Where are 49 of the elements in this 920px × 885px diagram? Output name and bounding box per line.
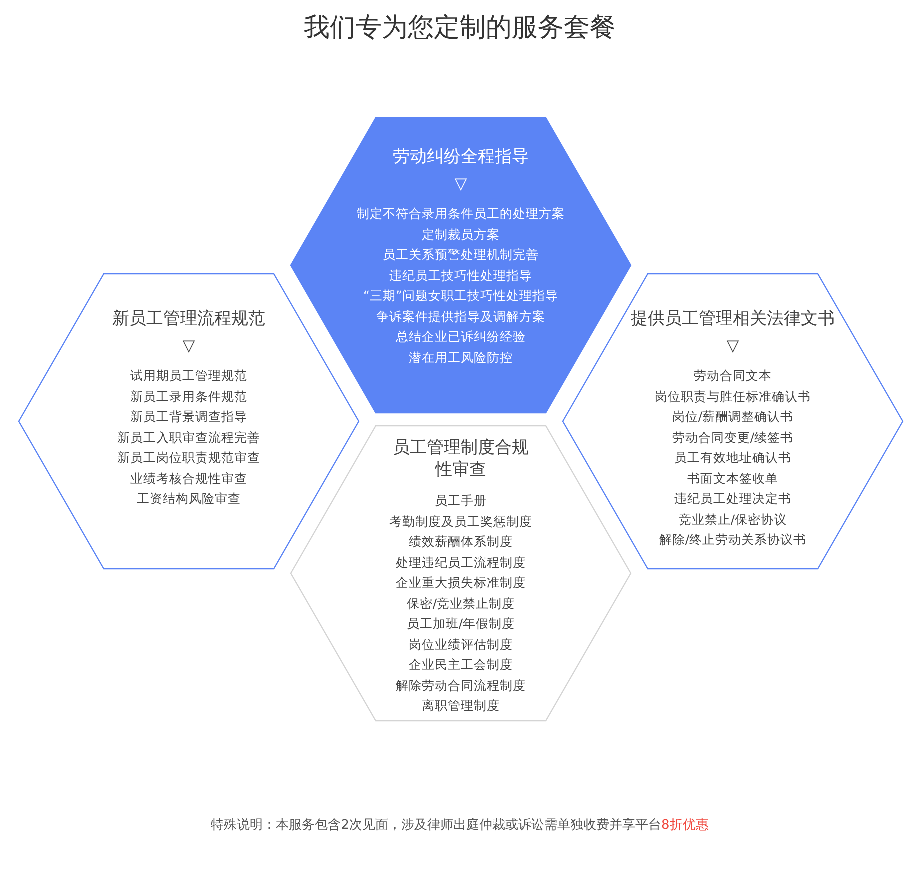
- service-item: 违纪员工技巧性处理指导: [390, 266, 532, 284]
- service-item: 岗位/薪酬调整确认书: [672, 408, 794, 426]
- panel-heading: 新员工管理流程规范: [112, 308, 266, 330]
- service-item: 处理违纪员工流程制度: [396, 554, 526, 572]
- service-item: 业绩考核合规性审查: [130, 470, 248, 488]
- service-item: 员工关系预警处理机制完善: [383, 246, 539, 264]
- service-item: 试用期员工管理规范: [130, 367, 248, 385]
- service-item: 劳动合同变更/续签书: [672, 428, 794, 446]
- hexagon-panel: [290, 117, 632, 414]
- page-title: 我们专为您定制的服务套餐: [303, 12, 617, 45]
- hexagon-panel: [562, 273, 904, 570]
- service-item: 潜在用工风险防控: [409, 348, 513, 366]
- service-item: 总结企业已诉纠纷经验: [396, 328, 526, 346]
- panel-heading: 劳动纠纷全程指导: [393, 146, 529, 168]
- service-item: 违纪员工处理决定书: [674, 490, 792, 508]
- service-item: 考勤制度及员工奖惩制度: [390, 512, 532, 530]
- service-item: “三期”问题女职工技巧性处理指导: [364, 287, 558, 305]
- service-item: 新员工背景调查指导: [130, 408, 248, 426]
- panel-heading: 提供员工管理相关法律文书: [631, 308, 835, 330]
- service-item: 岗位业绩评估制度: [409, 636, 513, 654]
- service-item: 员工有效地址确认书: [674, 449, 792, 467]
- service-item: 企业民主工会制度: [409, 656, 513, 674]
- footnote-text: 特殊说明：本服务包含2次见面，涉及律师出庭仲裁或诉讼需单独收费并享平台: [211, 818, 662, 833]
- service-item: 劳动合同文本: [694, 367, 772, 385]
- service-item: 员工加班/年假制度: [406, 615, 516, 633]
- service-item: 争诉案件提供指导及调解方案: [376, 308, 546, 326]
- service-item: 工资结构风险审查: [137, 490, 241, 508]
- service-item: 新员工入职审查流程完善: [118, 428, 260, 446]
- service-item: 解除/终止劳动关系协议书: [659, 531, 807, 549]
- service-item: 新员工录用条件规范: [130, 388, 248, 406]
- service-item: 制定不符合录用条件员工的处理方案: [357, 205, 565, 223]
- hexagon-panel: [18, 273, 360, 570]
- service-item: 离职管理制度: [422, 697, 500, 715]
- service-item: 解除劳动合同流程制度: [396, 676, 526, 694]
- service-item: 绩效薪酬体系制度: [409, 533, 513, 551]
- panel-heading: 员工管理制度合规性审查: [392, 437, 530, 481]
- service-item: 保密/竞业禁止制度: [406, 594, 516, 612]
- triangle-symbol: ▽: [454, 174, 468, 194]
- triangle-symbol: ▽: [726, 336, 740, 356]
- service-item: 企业重大损失标准制度: [396, 574, 526, 592]
- service-item: 竞业禁止/保密协议: [678, 510, 788, 528]
- service-item: 新员工岗位职责规范审查: [118, 449, 260, 467]
- triangle-symbol: ▽: [182, 336, 196, 356]
- service-item: 员工手册: [435, 492, 487, 510]
- hexagon-panel: [290, 425, 632, 722]
- service-item: 书面文本签收单: [688, 470, 778, 488]
- service-item: 定制裁员方案: [422, 226, 500, 244]
- discount-note: 8折优惠: [662, 818, 709, 833]
- service-item: 岗位职责与胜任标准确认书: [655, 388, 811, 406]
